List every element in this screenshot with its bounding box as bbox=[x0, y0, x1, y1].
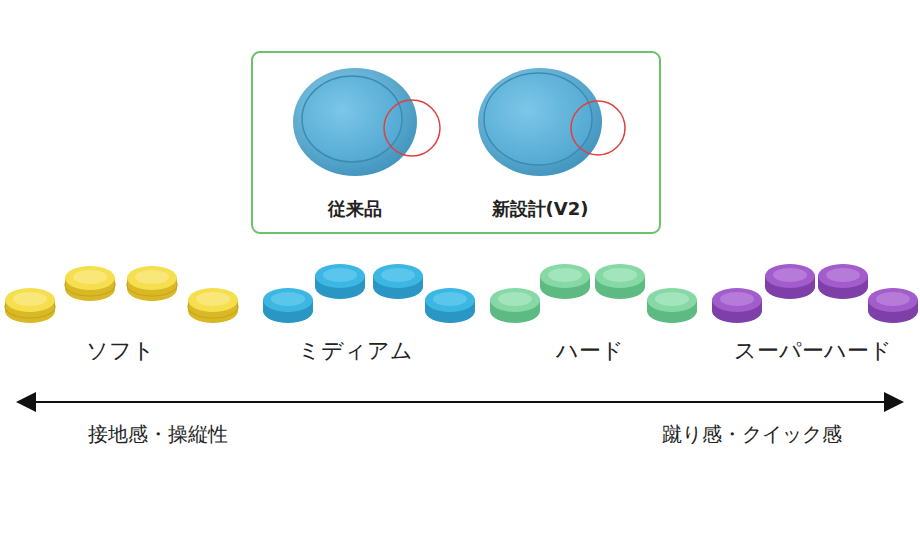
hardness-label: ミディアム bbox=[298, 338, 413, 364]
hardness-label: ハード bbox=[556, 338, 624, 364]
disc-group bbox=[5, 266, 238, 323]
hardness-label: ソフト bbox=[86, 338, 155, 364]
caption-label: 従来品 bbox=[328, 198, 382, 220]
disc-group bbox=[263, 264, 475, 323]
scale-label: 蹴り感・クイック感 bbox=[662, 422, 842, 446]
hardness-label: スーパーハード bbox=[734, 338, 892, 364]
frame-box bbox=[252, 52, 660, 233]
cup-illustration bbox=[478, 68, 625, 176]
disc-group bbox=[712, 264, 918, 323]
cup-illustration bbox=[293, 68, 440, 176]
caption-label: 新設計(V2) bbox=[492, 198, 589, 220]
scale-label: 接地感・操縦性 bbox=[88, 422, 228, 446]
scale-arrow bbox=[16, 392, 904, 412]
disc-group bbox=[490, 264, 697, 323]
